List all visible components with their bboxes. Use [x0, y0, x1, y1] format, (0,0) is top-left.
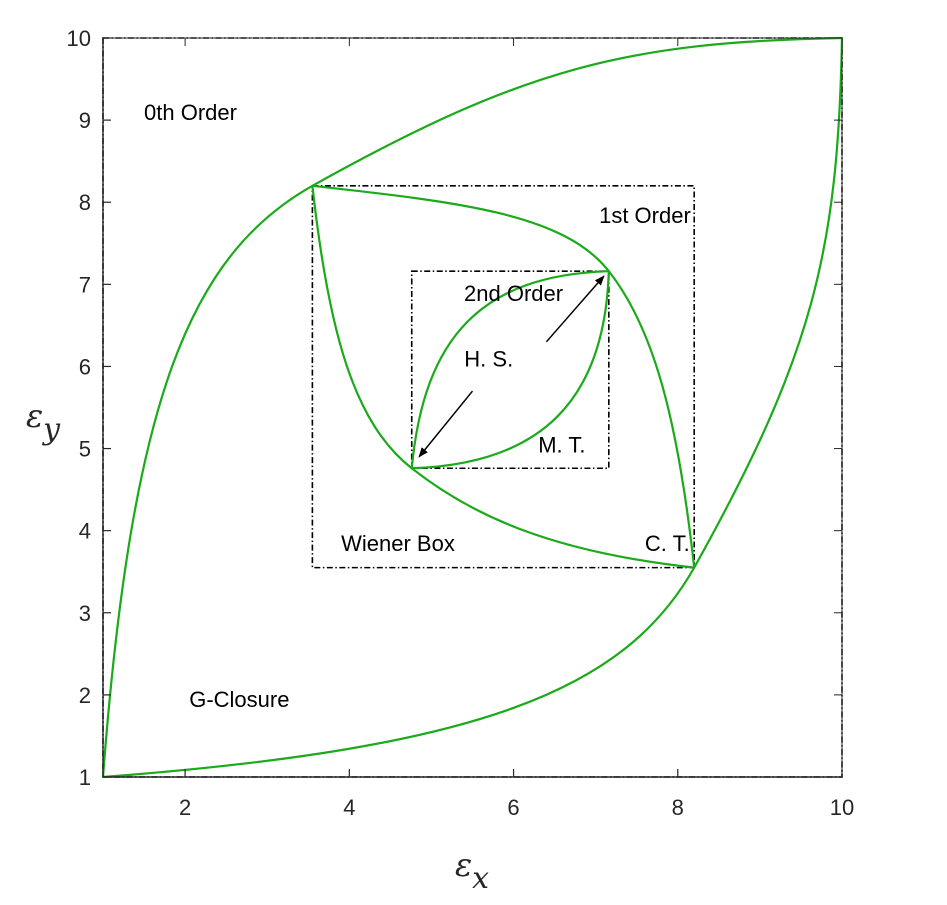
y-tick-label: 5	[79, 437, 91, 462]
y-axis-label: εy	[26, 397, 61, 447]
g-closure-upper-left	[101, 184, 313, 778]
g-closure-lower-right	[693, 37, 844, 569]
annotation-label: M. T.	[538, 433, 585, 458]
bounding-box-2	[410, 270, 610, 470]
bounding-boxes	[102, 37, 843, 778]
bounding-box-1	[311, 185, 696, 569]
y-tick-label: 10	[67, 26, 91, 51]
x-tick-label: 10	[830, 795, 854, 820]
y-tick-label: 7	[79, 272, 91, 297]
y-tick-label: 8	[79, 190, 91, 215]
second-order-upper	[410, 270, 609, 469]
hs-arrow-0	[545, 275, 605, 343]
axis-labels: εx εy	[26, 397, 489, 896]
bound-curves	[101, 36, 844, 779]
annotation-label: 0th Order	[144, 100, 237, 125]
first-order-left	[311, 185, 413, 470]
first-order-right	[607, 270, 696, 568]
first-order-top	[312, 184, 610, 272]
annotation-label: H. S.	[464, 346, 513, 371]
y-tick-label: 4	[79, 519, 91, 544]
y-tick-label: 1	[79, 765, 91, 790]
annotation-label: Wiener Box	[341, 531, 455, 556]
x-tick-label: 4	[343, 795, 355, 820]
annotation-label: G-Closure	[189, 687, 289, 712]
y-tick-label: 3	[79, 601, 91, 626]
annotations: 0th Order 1st Order 2nd Order H. S. M. T. Wie…	[144, 100, 691, 712]
annotation-label: 1st Order	[599, 203, 691, 228]
hs-arrow-1	[418, 390, 474, 458]
y-tick-label: 9	[79, 108, 91, 133]
bounding-box-0	[102, 37, 843, 778]
x-axis-label: εx	[455, 846, 489, 896]
y-tick-label: 6	[79, 354, 91, 379]
first-order-bottom	[411, 467, 695, 569]
x-tick-label: 6	[507, 795, 519, 820]
g-closure-upper-right	[311, 36, 843, 187]
second-order-lower	[411, 271, 610, 470]
y-tick-label: 2	[79, 683, 91, 708]
x-tick-label: 8	[672, 795, 684, 820]
arrows	[418, 275, 605, 458]
g-closure-lower-left	[102, 567, 696, 779]
annotation-label: 2nd Order	[464, 281, 563, 306]
x-tick-label: 2	[179, 795, 191, 820]
annotation-label: C. T.	[645, 531, 690, 556]
